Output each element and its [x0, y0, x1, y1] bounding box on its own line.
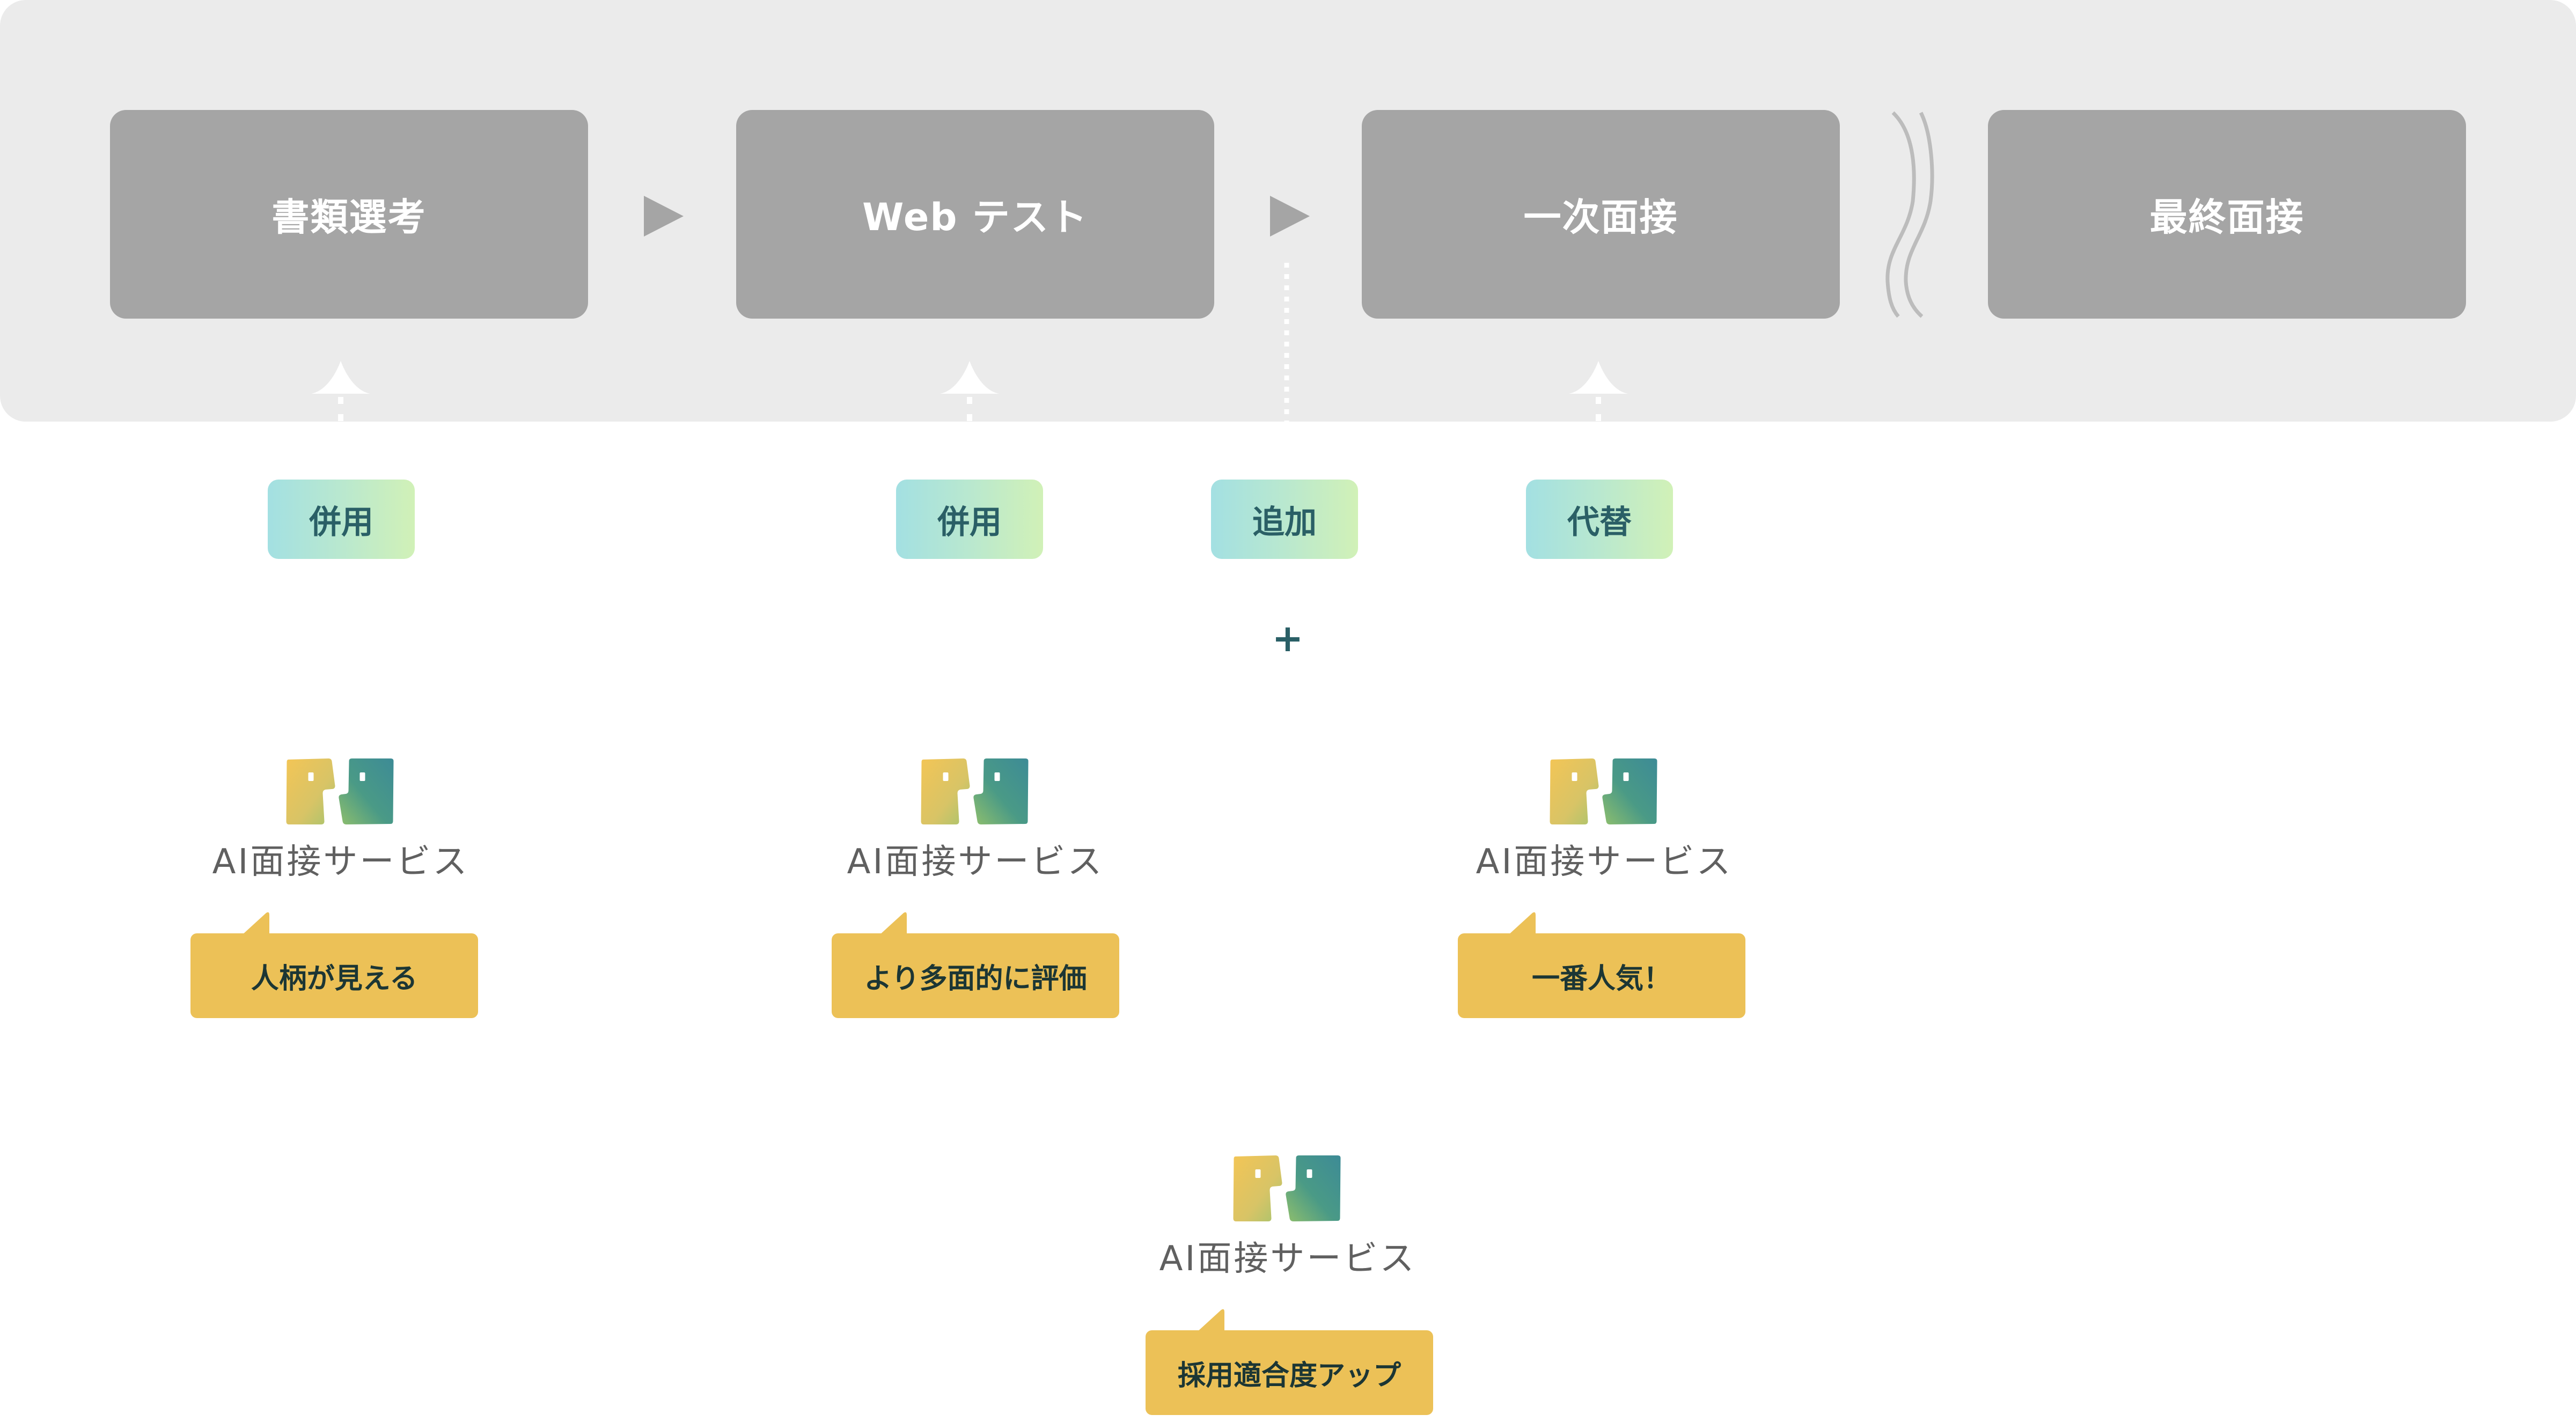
- flow-arrow-icon: [644, 196, 684, 237]
- omitted-steps-wave-icon: [1885, 111, 1934, 318]
- bubble-text: 人柄が見える: [251, 962, 418, 995]
- speech-tail: [1197, 1309, 1224, 1332]
- up-arrow-icon: [311, 361, 370, 422]
- feature-bubble: より多面的に評価: [832, 933, 1119, 1018]
- dotted-connector: [1284, 263, 1289, 422]
- selection-flow-panel: 書類選考 Web テスト 一次面接 最終面接: [0, 0, 2576, 422]
- feature-bubble: 一番人気！: [1458, 933, 1745, 1018]
- ai-interview-logo-icon: [921, 758, 1029, 824]
- stage-first-interview: 一次面接: [1362, 110, 1840, 319]
- bubble-text: 採用適合度アップ: [1177, 1359, 1401, 1392]
- speech-tail: [1508, 912, 1536, 935]
- service-name: AI面接サービス: [1476, 842, 1733, 882]
- service-name: AI面接サービス: [212, 842, 469, 882]
- tag-added: 追加: [1211, 480, 1358, 559]
- stage-label: 書類選考: [271, 195, 427, 239]
- ai-interview-logo-icon: [1233, 1155, 1341, 1221]
- up-arrow-icon: [940, 361, 999, 422]
- up-arrow-icon: [1569, 361, 1628, 422]
- stage-label: 最終面接: [2149, 195, 2305, 239]
- bubble-text: より多面的に評価: [864, 962, 1087, 995]
- tag-label: 代替: [1567, 503, 1632, 541]
- plus-icon: +: [1272, 616, 1304, 660]
- stage-label: Web テスト: [862, 195, 1088, 239]
- feature-bubble: 採用適合度アップ: [1146, 1330, 1433, 1415]
- stage-document-screening: 書類選考: [110, 110, 588, 319]
- stage-final-interview: 最終面接: [1988, 110, 2466, 319]
- tag-label: 追加: [1252, 503, 1317, 541]
- tag-combined: 併用: [896, 480, 1043, 559]
- speech-tail: [879, 912, 907, 935]
- bubble-text: 一番人気！: [1531, 962, 1671, 995]
- feature-bubble: 人柄が見える: [190, 933, 478, 1018]
- tag-replacement: 代替: [1526, 480, 1673, 559]
- service-name: AI面接サービス: [1159, 1239, 1417, 1279]
- ai-interview-logo-icon: [1550, 758, 1657, 824]
- tag-label: 併用: [937, 503, 1002, 541]
- flow-arrow-icon: [1270, 196, 1310, 237]
- tag-label: 併用: [309, 503, 373, 541]
- stage-web-test: Web テスト: [736, 110, 1214, 319]
- stage-label: 一次面接: [1523, 195, 1678, 239]
- service-name: AI面接サービス: [847, 842, 1104, 882]
- speech-tail: [241, 912, 269, 935]
- ai-interview-logo-icon: [286, 758, 394, 824]
- tag-combined: 併用: [268, 480, 415, 559]
